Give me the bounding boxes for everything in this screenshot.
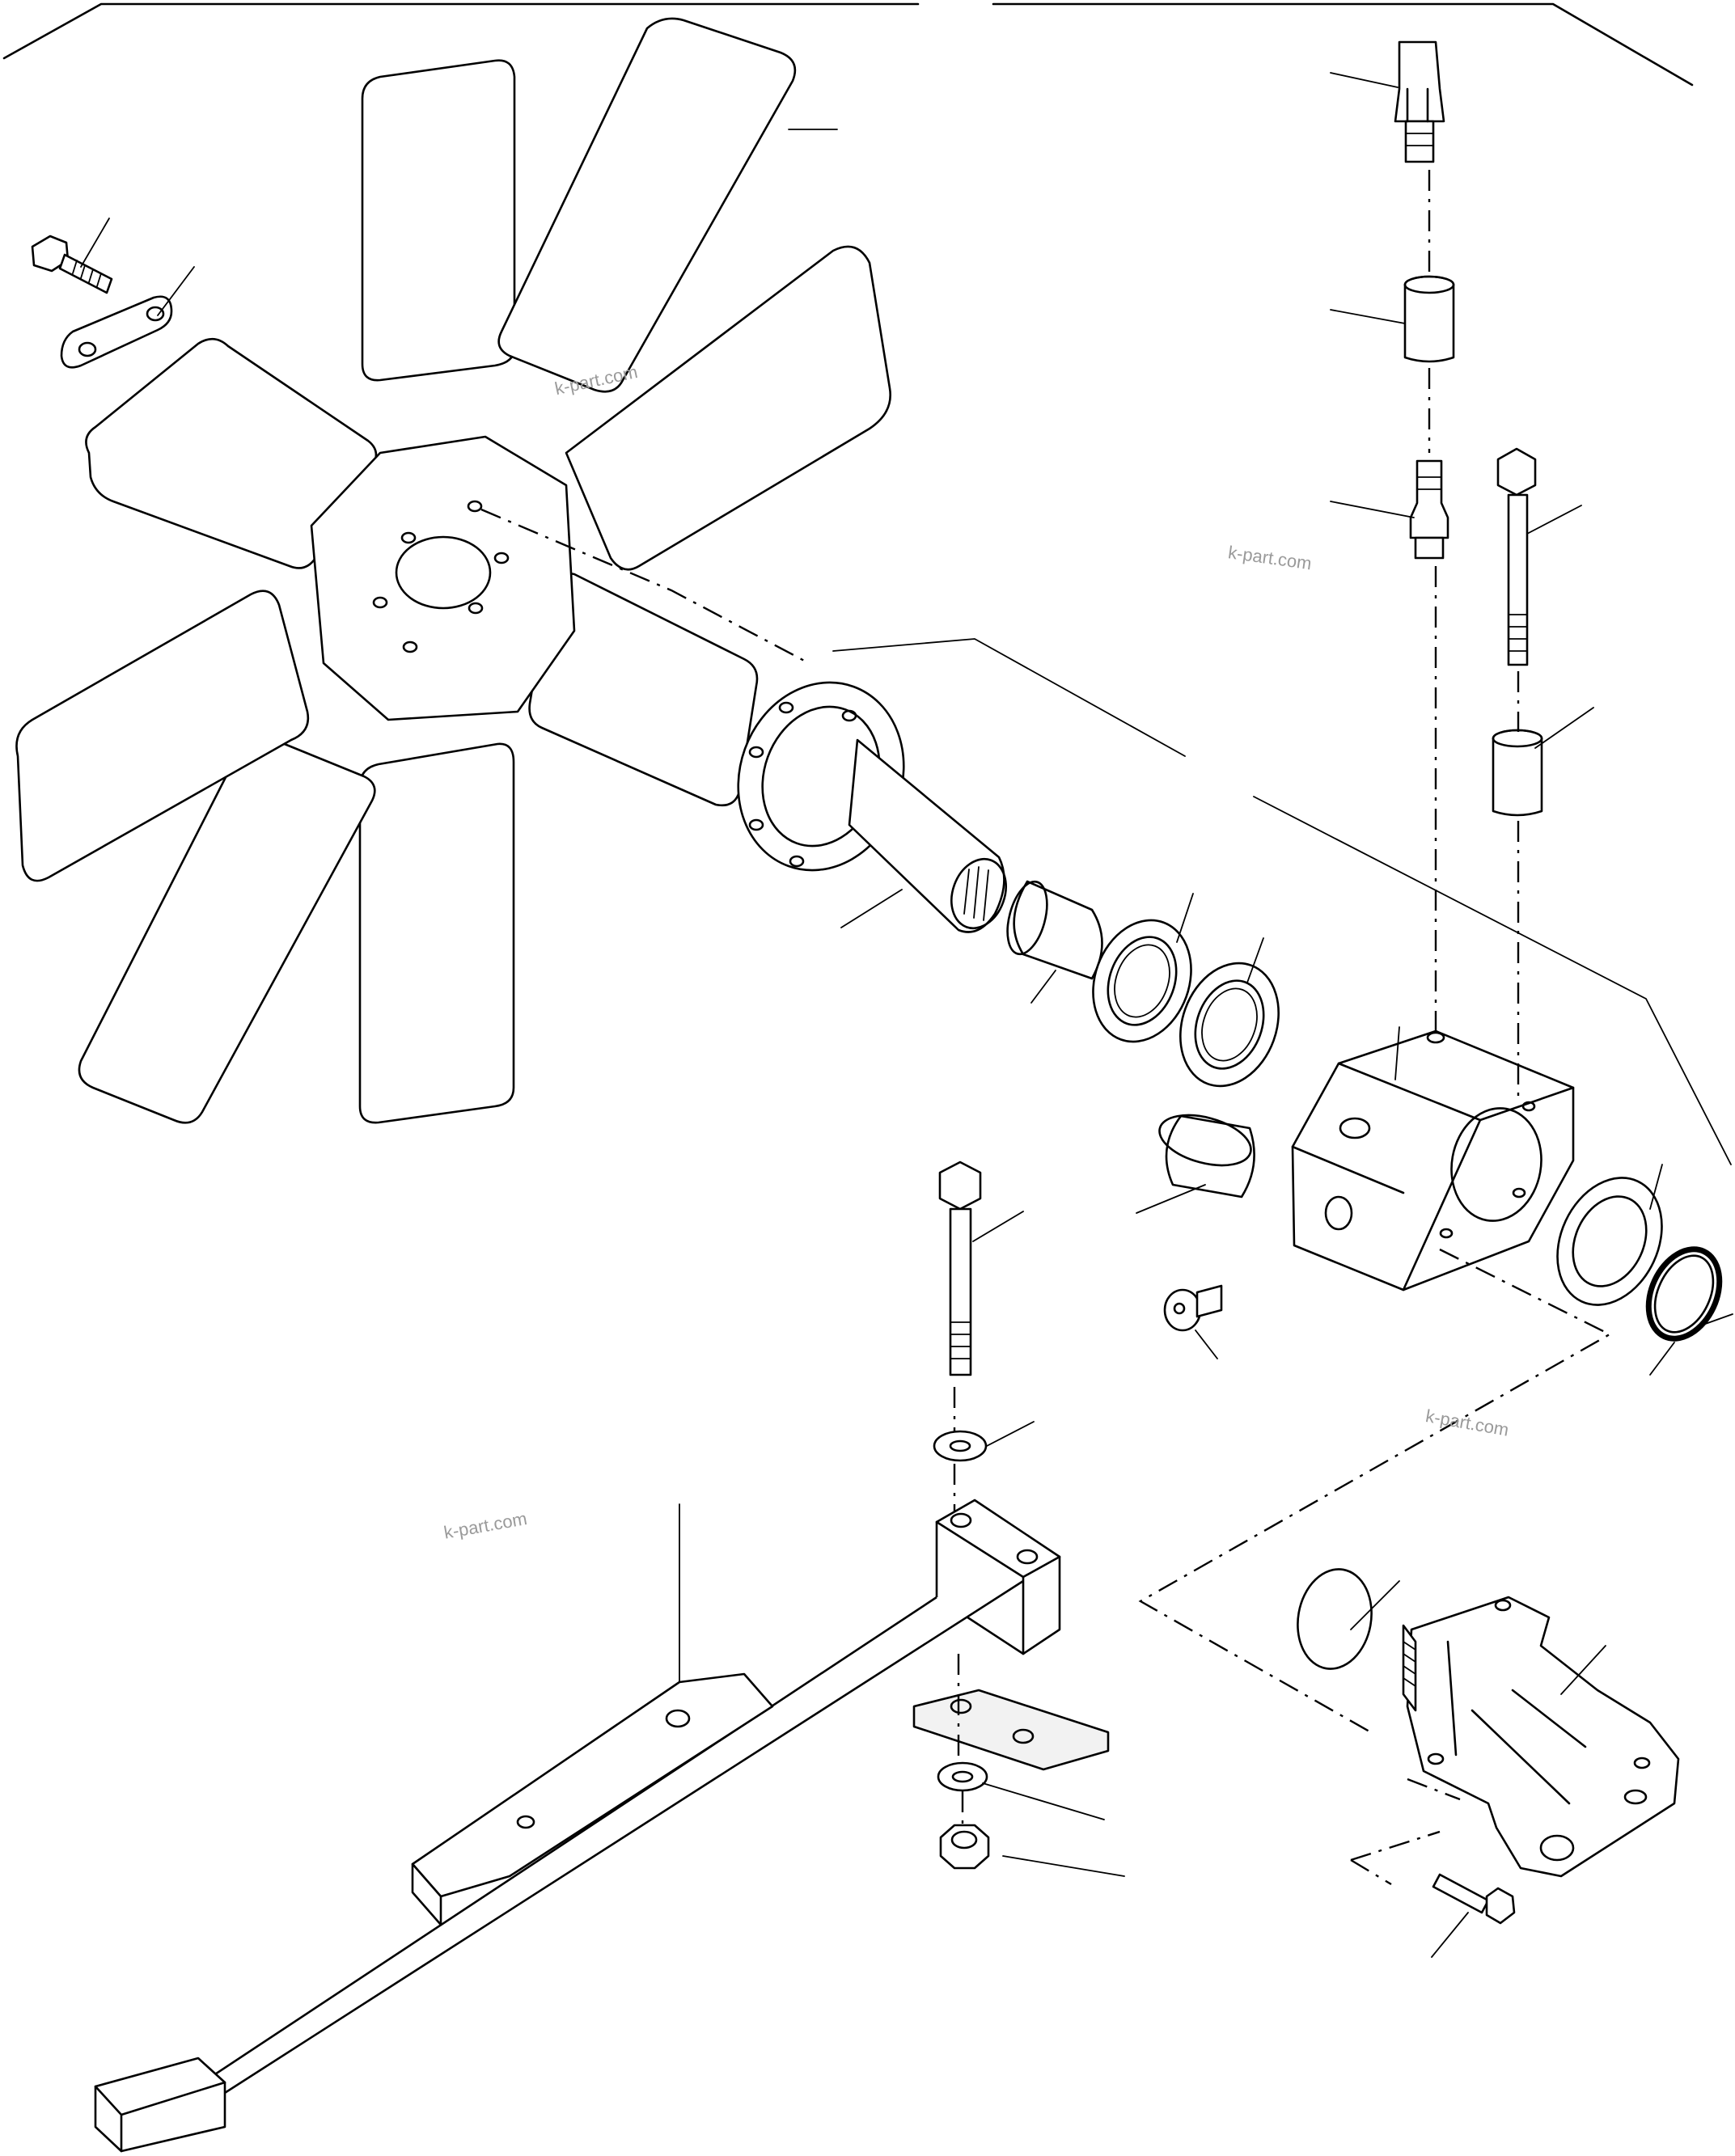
svg-text:k-part.com: k-part.com — [1227, 542, 1313, 573]
support-bar[interactable] — [94, 1499, 1061, 2153]
bearing-2[interactable] — [1164, 949, 1295, 1100]
fan-blade-upper-right — [497, 17, 797, 393]
fan-blade-left — [15, 590, 310, 882]
fan-mount-plate[interactable] — [60, 295, 173, 369]
sleeve-1[interactable] — [1403, 275, 1455, 363]
nut[interactable] — [939, 1824, 990, 1870]
fan-blade-top — [361, 59, 516, 382]
assembly-centerlines — [480, 170, 1612, 1886]
leader-lines — [80, 72, 1733, 1958]
bushing-sleeve[interactable] — [1154, 1106, 1257, 1198]
drain-plug[interactable] — [1163, 1284, 1223, 1332]
svg-text:k-part.com: k-part.com — [1424, 1406, 1511, 1440]
fan-blade-right — [565, 245, 892, 571]
watermark-2: k-part.com — [1227, 542, 1313, 573]
bearing-3[interactable] — [1538, 1160, 1682, 1321]
washer-2[interactable] — [937, 1761, 988, 1792]
sleeve-2[interactable] — [1492, 729, 1543, 817]
watermark-3: k-part.com — [1424, 1406, 1511, 1440]
o-ring-seal[interactable] — [1290, 1563, 1379, 1675]
hydraulic-motor[interactable] — [1402, 1596, 1680, 1878]
long-bolt-bottom[interactable] — [938, 1160, 982, 1376]
watermark-4: k-part.com — [442, 1508, 529, 1543]
svg-text:k-part.com: k-part.com — [442, 1508, 529, 1543]
fan-blade-upper-left — [85, 337, 378, 569]
frame-border — [2, 2, 1694, 87]
long-bolt-top[interactable] — [1496, 447, 1537, 666]
fan-bolt[interactable] — [31, 235, 113, 294]
retaining-ring[interactable] — [1635, 1238, 1733, 1351]
grease-fitting-top[interactable] — [1394, 40, 1445, 163]
spacer-plate[interactable] — [912, 1689, 1110, 1771]
fan-blade-bottom — [358, 742, 515, 1124]
bearing-1[interactable] — [1077, 907, 1208, 1055]
washer-1[interactable] — [933, 1430, 988, 1462]
motor-bolt[interactable] — [1432, 1873, 1516, 1925]
bearing-housing[interactable] — [1291, 1029, 1575, 1291]
nipple-fitting[interactable] — [1409, 459, 1449, 560]
fan-assembly[interactable] — [15, 17, 892, 1124]
shaft-sleeve[interactable] — [1001, 877, 1103, 980]
fan-hub — [310, 435, 576, 721]
drive-shaft-flange[interactable] — [713, 659, 1015, 936]
